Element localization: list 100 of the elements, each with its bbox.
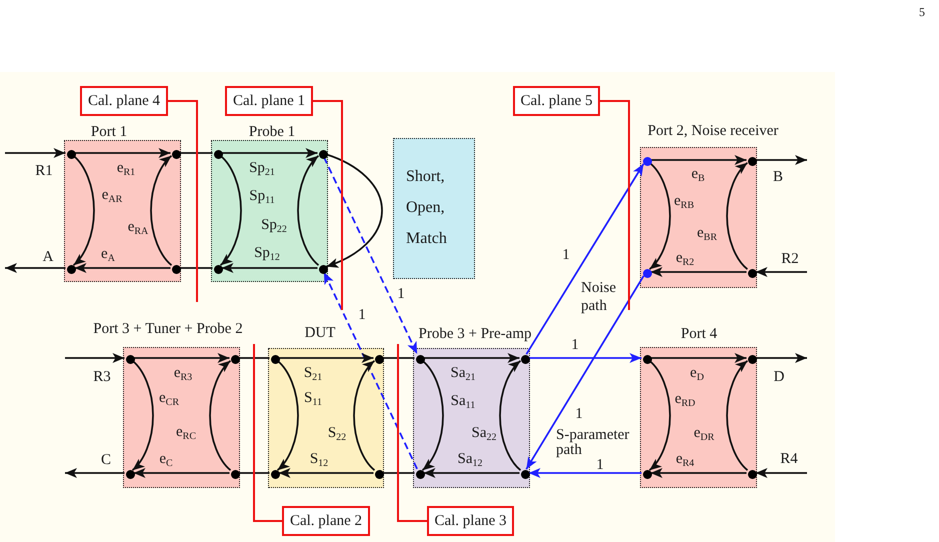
arrow xyxy=(353,360,376,471)
plane-callout: Cal. plane 5 xyxy=(513,86,600,116)
edge-label: 1 xyxy=(571,337,579,353)
edge-label: e$_{CR}$ xyxy=(159,390,179,406)
node-dot-icon xyxy=(748,470,756,478)
connector-line xyxy=(382,472,414,474)
arrow xyxy=(65,468,124,478)
arrow xyxy=(278,468,374,478)
arrow xyxy=(74,263,170,273)
block-text: Short, Open, Match xyxy=(406,167,448,249)
arrow xyxy=(650,267,746,277)
edge-label: Sa$_{22}$ xyxy=(472,425,496,441)
node-dot-icon xyxy=(214,264,222,274)
node-dot-icon xyxy=(642,354,652,364)
node-dot-icon xyxy=(520,354,530,364)
connector-line xyxy=(382,357,414,359)
leader-line xyxy=(313,100,343,310)
edge-label: e$_{AR}$ xyxy=(102,187,122,203)
plane-callout: Cal. plane 3 xyxy=(427,506,514,536)
arrow xyxy=(648,360,671,471)
block-title: Probe 1 xyxy=(248,124,296,140)
node-dot-icon xyxy=(642,156,652,166)
edge-label: D xyxy=(774,369,784,385)
node-dot-icon xyxy=(230,470,240,478)
node-dot-icon xyxy=(642,470,652,478)
edge-label: e$_{RC}$ xyxy=(176,424,196,440)
node-dot-icon xyxy=(416,354,424,364)
edge-label: e$_{B}$ xyxy=(691,166,705,182)
arrow xyxy=(756,267,807,277)
arrow xyxy=(528,353,642,363)
edge-label: e$_{R4}$ xyxy=(676,451,694,467)
arrow xyxy=(726,360,748,471)
node-dot-icon xyxy=(318,150,328,158)
arrow xyxy=(650,353,746,363)
node-dot-icon xyxy=(172,150,180,158)
edge-label: Sa$_{11}$ xyxy=(450,393,476,409)
arrow xyxy=(222,263,318,273)
node-dot-icon xyxy=(126,470,134,478)
arrow xyxy=(65,353,124,363)
edge-label: 1 xyxy=(562,247,570,263)
block-title: Probe 3 + Pre-amp xyxy=(418,326,532,342)
leader-line xyxy=(397,344,427,522)
arrow xyxy=(323,272,418,470)
node-dot-icon xyxy=(66,264,76,274)
arrow xyxy=(297,155,320,266)
edge-label: e$_{A}$ xyxy=(101,246,115,262)
arrow xyxy=(278,353,374,363)
arrow xyxy=(526,163,644,355)
arrow xyxy=(726,162,748,270)
arrow xyxy=(650,468,746,478)
leader-line xyxy=(600,100,630,310)
connector-line xyxy=(180,152,212,154)
edge-label: S$_{21}$ xyxy=(304,365,322,381)
arrow xyxy=(134,353,230,363)
node-dot-icon xyxy=(270,354,280,364)
edge-label: e$_{R3}$ xyxy=(174,365,192,381)
node-dot-icon xyxy=(748,268,756,278)
node-dot-icon xyxy=(748,354,756,364)
edge-label: S$_{11}$ xyxy=(304,390,322,406)
path-label: Noise path xyxy=(581,279,617,315)
block-title: Port 2, Noise receiver xyxy=(648,123,778,139)
plane-callout: Cal. plane 4 xyxy=(80,86,168,116)
arrow xyxy=(756,353,807,363)
arrow xyxy=(276,360,299,471)
edge-label: e$_{R2}$ xyxy=(676,250,694,266)
node-dot-icon xyxy=(270,470,280,478)
arrow xyxy=(150,155,172,266)
edge-label: Sp$_{21}$ xyxy=(249,160,275,176)
edge-label: e$_{C}$ xyxy=(159,451,173,467)
edge-label: e$_{RB}$ xyxy=(674,193,694,209)
block-title: Port 3 + Tuner + Probe 2 xyxy=(93,321,243,337)
arrow xyxy=(326,154,383,268)
arrow xyxy=(649,162,671,270)
edge-label: 1 xyxy=(575,406,583,422)
edge-label: e$_{R1}$ xyxy=(116,160,136,176)
node-dot-icon xyxy=(642,268,652,278)
node-dot-icon xyxy=(230,354,240,364)
edge-label: Sa$_{12}$ xyxy=(458,451,482,467)
arrow xyxy=(499,360,522,471)
arrow xyxy=(526,275,644,470)
edge-label: 1 xyxy=(358,307,366,323)
plane-callout: Cal. plane 2 xyxy=(282,506,370,536)
node-dot-icon xyxy=(66,150,76,158)
block-title: DUT xyxy=(304,325,336,341)
arrow xyxy=(424,353,520,363)
node-dot-icon xyxy=(520,470,530,478)
path-label: S-parameter path xyxy=(556,428,630,458)
arrow xyxy=(72,155,95,266)
edge-label: e$_{DR}$ xyxy=(694,425,714,441)
block-title: Port 4 xyxy=(680,326,718,342)
edge-label: R1 xyxy=(35,163,53,179)
arrow xyxy=(756,155,807,165)
arrow xyxy=(528,468,642,478)
edge-label: S$_{22}$ xyxy=(328,425,346,441)
edge-label: Sp$_{11}$ xyxy=(249,188,275,204)
node-dot-icon xyxy=(374,354,384,364)
edge-label: R3 xyxy=(93,369,111,385)
node-dot-icon xyxy=(214,150,222,158)
arrow xyxy=(209,360,232,471)
edge-label: Sa$_{21}$ xyxy=(450,365,476,381)
